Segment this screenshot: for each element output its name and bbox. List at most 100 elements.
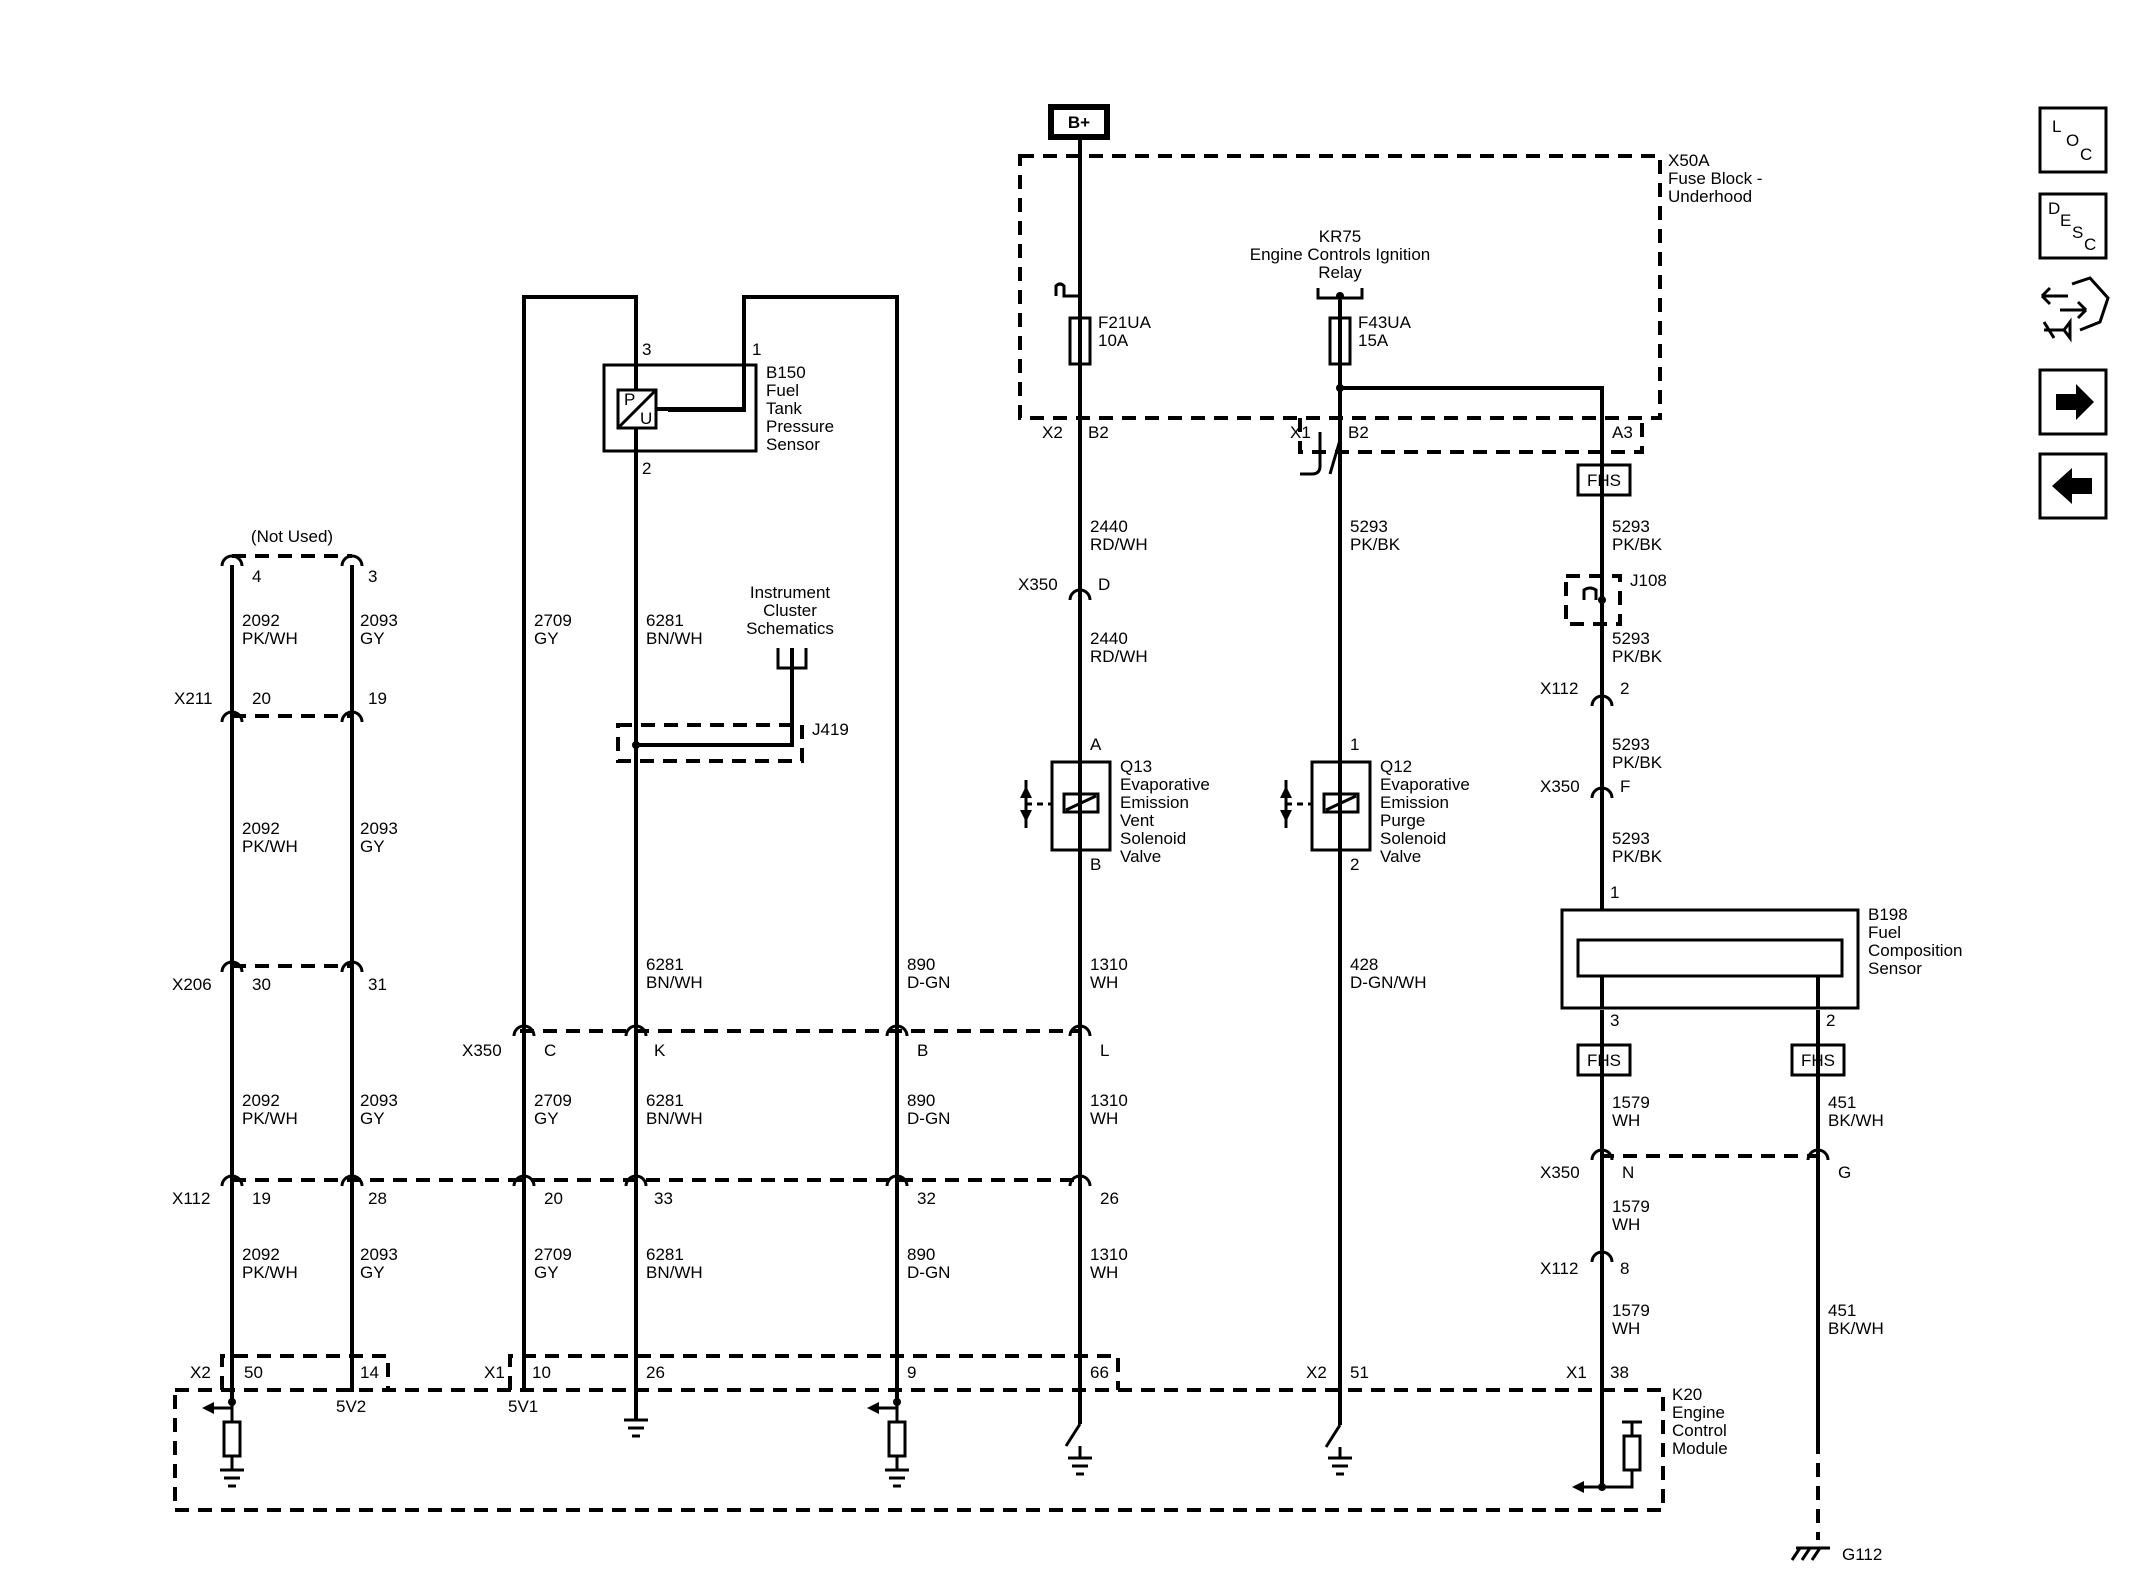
boundaries [173,154,1820,1512]
kr75-name-1: Engine Controls Ignition [1250,245,1431,264]
k20-x1-label: X1 [484,1363,505,1382]
kr75-name-2: Relay [1318,263,1362,282]
b150-pin-3: 3 [642,340,651,359]
w5293-r1-num: 5293 [1612,517,1650,536]
w890-1-num: 890 [907,955,935,974]
w1579-2-num: 1579 [1612,1197,1650,1216]
q13-name-5: Valve [1120,847,1161,866]
g112-ground-symbol [1790,1546,1830,1561]
x206-label: X206 [172,975,212,994]
w2093-3-color: GY [360,1109,385,1128]
back-button[interactable] [2038,452,2108,520]
k20-pin-9: 9 [907,1363,916,1382]
k20-pin-66: 66 [1090,1363,1109,1382]
ground-428 [1328,1456,1352,1476]
x1-b2-fork [1300,432,1322,476]
cup-x112-19 [220,1174,244,1187]
k20-id: K20 [1672,1385,1702,1404]
x112-pin-19: 19 [252,1189,271,1208]
q12-pin-2: 2 [1350,855,1359,874]
w5293-r2-color: PK/BK [1612,647,1663,666]
ground-890 [885,1468,909,1488]
q13-solenoid [1020,760,1112,852]
q12-pin-1: 1 [1350,735,1359,754]
wires [230,140,1820,1540]
a3-pin: A3 [1612,423,1633,442]
q12-name-5: Valve [1380,847,1421,866]
connector-tool-icon[interactable] [2040,276,2110,343]
q12-name-2: Emission [1380,793,1449,812]
w2092-1-color: PK/WH [242,629,298,648]
ground-2092 [220,1468,244,1488]
connector-cups [220,554,1830,1263]
cup-x206-31 [340,960,364,973]
x350-pin-n: N [1622,1163,1634,1182]
w1579-3-num: 1579 [1612,1301,1650,1320]
cup-4 [220,554,244,567]
cup-x350-g [1806,1148,1830,1161]
x1-connector-outline [1298,418,1644,454]
b150-name-3: Pressure [766,417,834,436]
location-button[interactable]: L O C [2038,106,2108,174]
w5293-r4-color: PK/BK [1612,847,1663,866]
w890-3-color: D-GN [907,1263,950,1282]
w6281-4-num: 6281 [646,1245,684,1264]
fhs-box-3 [1790,1043,1846,1077]
nav-panel: L O C D E S C [2038,106,2110,520]
w1310-3-num: 1310 [1090,1245,1128,1264]
j419-splice-dot [632,741,640,749]
w6281-2-color: BN/WH [646,973,703,992]
cup-x350-f [1590,786,1614,799]
x112-pin-26: 26 [1100,1189,1119,1208]
cup-x112-32 [885,1174,909,1187]
q13-pin-a: A [1090,735,1102,754]
j108-fork [1582,586,1598,600]
w890-2-num: 890 [907,1091,935,1110]
b150-p-label: P [624,390,635,409]
x112-right-label: X112 [1540,679,1578,698]
b198-id: B198 [1868,905,1908,924]
q13-name-4: Solenoid [1120,829,1186,848]
x350-left-label: X350 [462,1041,502,1060]
w2440-2-num: 2440 [1090,629,1128,648]
b150-pin-2: 2 [642,459,651,478]
k20-ecm-outline [173,1388,1665,1512]
k20-pin-50: 50 [244,1363,263,1382]
cup-x211-20 [220,710,244,723]
fhs-boxes: FHS FHS FHS [1576,463,1846,1077]
next-button[interactable] [2038,368,2108,436]
pin-4: 4 [252,567,261,586]
q13-name-1: Evaporative [1120,775,1210,794]
x206-pin-31: 31 [368,975,387,994]
bplus-symbol: B+ [1048,104,1110,140]
desc-letter-d: D [2048,199,2060,218]
fuse-f21ua [1054,282,1092,366]
k20-name-3: Module [1672,1439,1728,1458]
fhs-label-1: FHS [1587,471,1621,490]
k20-internals [202,1402,1642,1493]
j419-splice-outline [616,723,804,763]
w2092-4-num: 2092 [242,1245,280,1264]
j108-label: J108 [1630,571,1667,590]
q13-pin-b: B [1090,855,1101,874]
w1310-2-num: 1310 [1090,1091,1128,1110]
j108-splice-dot [1598,596,1606,604]
w451-1-num: 451 [1828,1093,1856,1112]
w2709-3-color: GY [534,1263,559,1282]
w451-1-color: BK/WH [1828,1111,1884,1130]
x112-pin-8: 8 [1620,1259,1629,1278]
b150-name-4: Sensor [766,435,820,454]
b198-pin-3: 3 [1610,1011,1619,1030]
b198-pin-1: 1 [1610,883,1619,902]
kr75-relay-symbol [1316,288,1364,318]
w2092-3-color: PK/WH [242,1109,298,1128]
x350-f-label: X350 [1540,777,1580,796]
x211-pin-20: 20 [252,689,271,708]
x112-pin-2: 2 [1620,679,1629,698]
description-button[interactable]: D E S C [2038,192,2108,260]
w5293-r1-color: PK/BK [1612,535,1663,554]
cup-x350-l [1068,1024,1092,1037]
w5293-r2-num: 5293 [1612,629,1650,648]
w6281-1-color: BN/WH [646,629,703,648]
q13-name-3: Vent [1120,811,1154,830]
